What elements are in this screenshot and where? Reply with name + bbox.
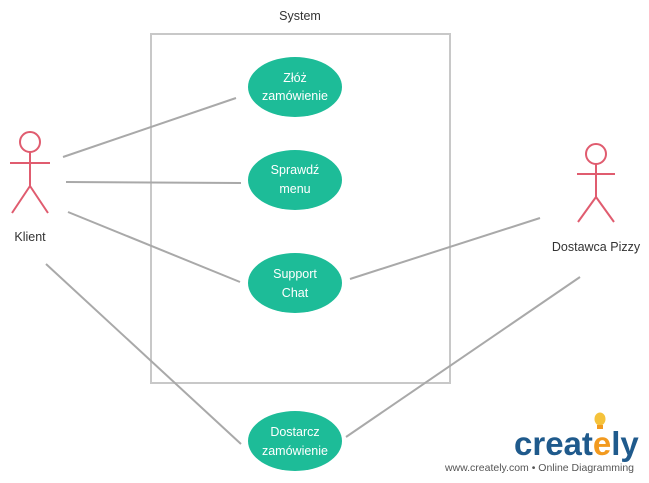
- association-client-deliver-order: [45, 263, 242, 445]
- actor-courier[interactable]: Dostawca Pizzy: [552, 143, 641, 254]
- use-case-support-chat[interactable]: Support Chat: [248, 253, 342, 313]
- use-case-check-menu-line-1: Sprawdź: [271, 163, 320, 177]
- association-courier-support-chat: [349, 217, 541, 280]
- actor-client-label: Klient: [14, 230, 46, 244]
- lightbulb-icon: [594, 412, 606, 429]
- use-case-check-menu-line-2: menu: [279, 182, 310, 196]
- association-client-place-order: [62, 97, 237, 158]
- actor-courier-label: Dostawca Pizzy: [552, 240, 641, 254]
- use-case-place-order[interactable]: Złóż zamówienie: [248, 57, 342, 117]
- association-lines: [45, 97, 581, 445]
- creately-logo: creately: [514, 425, 639, 462]
- use-case-place-order-line-1: Złóż: [283, 71, 307, 85]
- association-client-support-chat: [67, 211, 241, 283]
- use-case-deliver-order-shape: [248, 411, 342, 471]
- creately-watermark[interactable]: creately www.creately.com • Online Diagr…: [444, 412, 639, 475]
- use-case-deliver-order-line-2: zamówienie: [262, 444, 328, 458]
- association-courier-deliver-order: [345, 276, 581, 438]
- actor-courier-stick-figure-icon: [577, 143, 615, 223]
- use-case-place-order-shape: [248, 57, 342, 117]
- use-case-support-chat-line-1: Support: [273, 267, 317, 281]
- system-boundary: [150, 33, 451, 384]
- actor-client[interactable]: Klient: [10, 131, 50, 244]
- use-case-deliver-order[interactable]: Dostarcz zamówienie: [248, 411, 342, 471]
- use-case-check-menu[interactable]: Sprawdź menu: [248, 150, 342, 210]
- use-case-check-menu-shape: [248, 150, 342, 210]
- use-case-support-chat-line-2: Chat: [282, 286, 309, 300]
- creately-tagline: www.creately.com • Online Diagramming: [444, 462, 634, 474]
- use-case-place-order-line-2: zamówienie: [262, 89, 328, 103]
- use-case-support-chat-shape: [248, 253, 342, 313]
- system-label: System: [279, 9, 321, 23]
- actor-client-stick-figure-icon: [10, 131, 50, 214]
- association-client-check-menu: [65, 181, 242, 184]
- use-case-deliver-order-line-1: Dostarcz: [270, 425, 319, 439]
